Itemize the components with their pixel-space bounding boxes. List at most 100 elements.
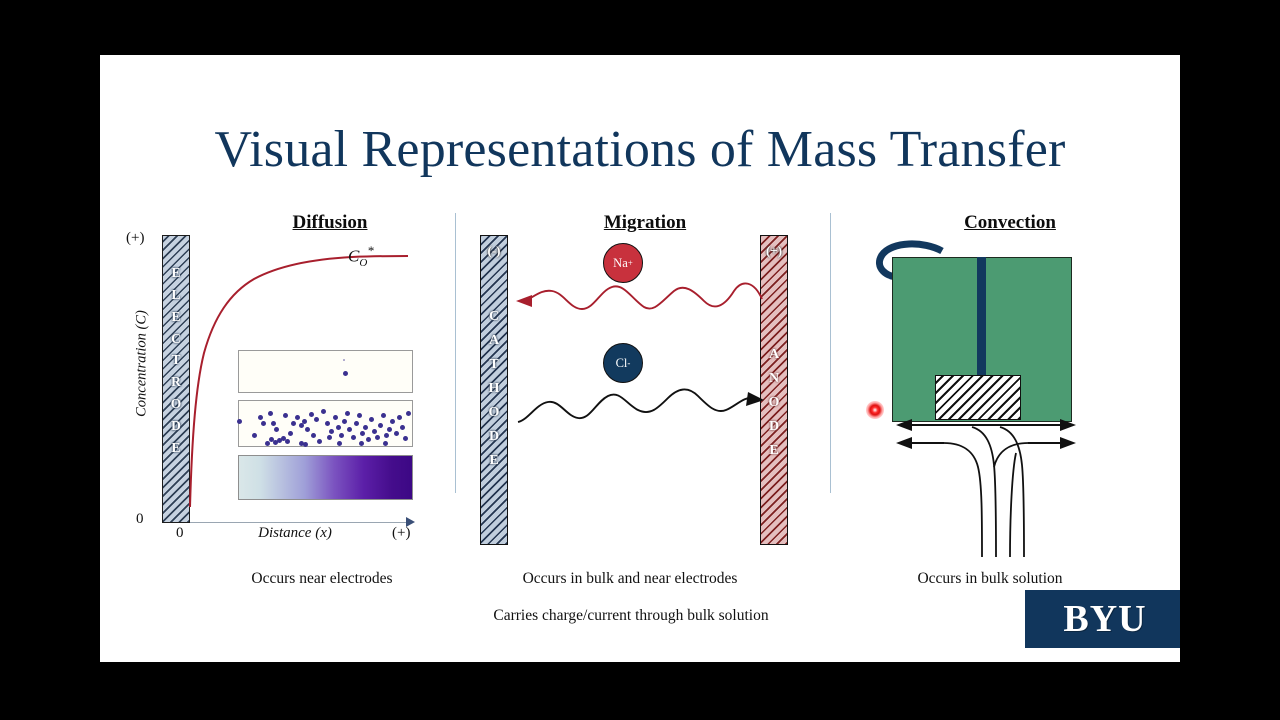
- particle-dot: [237, 419, 243, 425]
- flow-streamlines: [896, 419, 1076, 558]
- particle-dot: [299, 423, 305, 429]
- co-subscript: O: [359, 257, 368, 270]
- sodium-ion-label: Na: [613, 255, 628, 270]
- panel-header-diffusion: Diffusion: [292, 212, 368, 233]
- particle-dot: [305, 427, 311, 433]
- panel-header-migration: Migration: [603, 212, 687, 233]
- chloride-ion: Cl-: [603, 343, 643, 383]
- particle-dot: [360, 431, 366, 437]
- electrode-letter: O: [170, 396, 182, 412]
- particle-dot: [268, 411, 274, 417]
- y-axis-label: Concentration (C): [133, 310, 150, 417]
- particle-dot: [336, 425, 342, 431]
- caption-convection: Occurs in bulk solution: [917, 570, 1063, 587]
- inset-box-sparse: [238, 350, 413, 393]
- particle-dot: [291, 421, 297, 427]
- particle-dot: [403, 436, 409, 442]
- particle-dot: [381, 413, 387, 419]
- particle-dot: [329, 429, 335, 435]
- x-axis-right-tick: (+): [392, 525, 411, 541]
- particle-dot: [295, 415, 301, 421]
- column-divider-left: [455, 213, 456, 493]
- rotating-disk-electrode: [935, 375, 1021, 420]
- particle-dot: [273, 440, 279, 446]
- caption-migration-1: Occurs in bulk and near electrodes: [522, 570, 738, 587]
- particle-dot: [347, 427, 353, 433]
- cathode-sign-label: (-): [487, 243, 501, 258]
- particle-dot: [406, 411, 412, 417]
- particle-dot: [359, 441, 365, 447]
- particle-dot: [303, 442, 309, 448]
- cursor-pointer-icon[interactable]: [866, 401, 884, 419]
- caption-migration-2: Carries charge/current through bulk solu…: [493, 607, 769, 624]
- particle-dot: [343, 371, 349, 377]
- particle-dot: [285, 439, 291, 445]
- particle-dot: [345, 411, 351, 417]
- particle-dot: [281, 436, 287, 442]
- particle-dot: [309, 412, 315, 418]
- chloride-ion-charge: -: [627, 358, 631, 368]
- x-axis-label: Distance (x): [258, 525, 332, 541]
- sodium-ion: Na+: [603, 243, 643, 283]
- page-title: Visual Representations of Mass Transfer: [214, 121, 1066, 178]
- x-axis-arrow-icon: [406, 517, 415, 527]
- particle-dot: [383, 441, 389, 447]
- particle-dot: [321, 409, 327, 415]
- particle-dot: [366, 437, 372, 443]
- co-symbol: C: [348, 246, 360, 266]
- particle-dot: [333, 415, 339, 421]
- cathode-letter: A: [488, 333, 500, 349]
- y-axis-bottom-tick: 0: [136, 511, 144, 527]
- cathode-letter: O: [488, 405, 500, 421]
- caption-diffusion: Occurs near electrodes: [251, 570, 393, 587]
- anode-bar: [760, 235, 788, 545]
- particle-dot: [363, 425, 369, 431]
- column-divider-right: [830, 213, 831, 493]
- particle-dot: [369, 417, 375, 423]
- particle-dot: [277, 438, 283, 444]
- concentration-curve: [189, 255, 409, 508]
- particle-dot: [269, 437, 275, 443]
- particle-dot: [351, 435, 357, 441]
- particle-dot: [337, 441, 343, 447]
- anode-letter: E: [769, 443, 779, 459]
- anode-letter: D: [768, 419, 780, 435]
- particle-dot: [283, 413, 289, 419]
- electrode-letter: D: [171, 418, 181, 434]
- cathode-letter: D: [488, 429, 500, 445]
- x-axis-line: [190, 522, 408, 524]
- electrode-letter: E: [171, 439, 181, 455]
- cathode-letter: T: [489, 357, 499, 373]
- particle-dot: [302, 419, 308, 425]
- y-axis-top-tick: (+): [126, 230, 145, 246]
- cathode-bar: [480, 235, 508, 545]
- cathode-letter: E: [489, 453, 499, 469]
- particle-dot: [311, 433, 317, 439]
- bulk-concentration-label: CO*: [348, 243, 374, 269]
- particle-dot: [378, 423, 384, 429]
- anion-path-arrow: [517, 388, 764, 423]
- particle-dot: [339, 433, 345, 439]
- particle-dot: [372, 429, 378, 435]
- particle-dot: [252, 433, 258, 439]
- electrode-letter: L: [171, 286, 181, 302]
- byu-logo: BYU: [1025, 590, 1180, 648]
- convection-diagram: [860, 235, 1160, 558]
- particle-dot: [387, 427, 393, 433]
- particle-dot: [327, 435, 333, 441]
- electrode-letter: E: [171, 265, 181, 280]
- particle-dot: [274, 427, 280, 433]
- particle-dot: [390, 419, 396, 425]
- anode-letter: O: [768, 395, 780, 411]
- cation-path-arrow: [516, 282, 763, 310]
- particle-dot: [397, 415, 403, 421]
- particle-dot: [343, 359, 345, 361]
- cathode-letter: C: [488, 309, 500, 324]
- particle-dot: [317, 439, 323, 445]
- x-axis-left-tick: 0: [176, 525, 184, 541]
- cathode-letter: H: [488, 381, 500, 397]
- particle-dot: [261, 421, 267, 427]
